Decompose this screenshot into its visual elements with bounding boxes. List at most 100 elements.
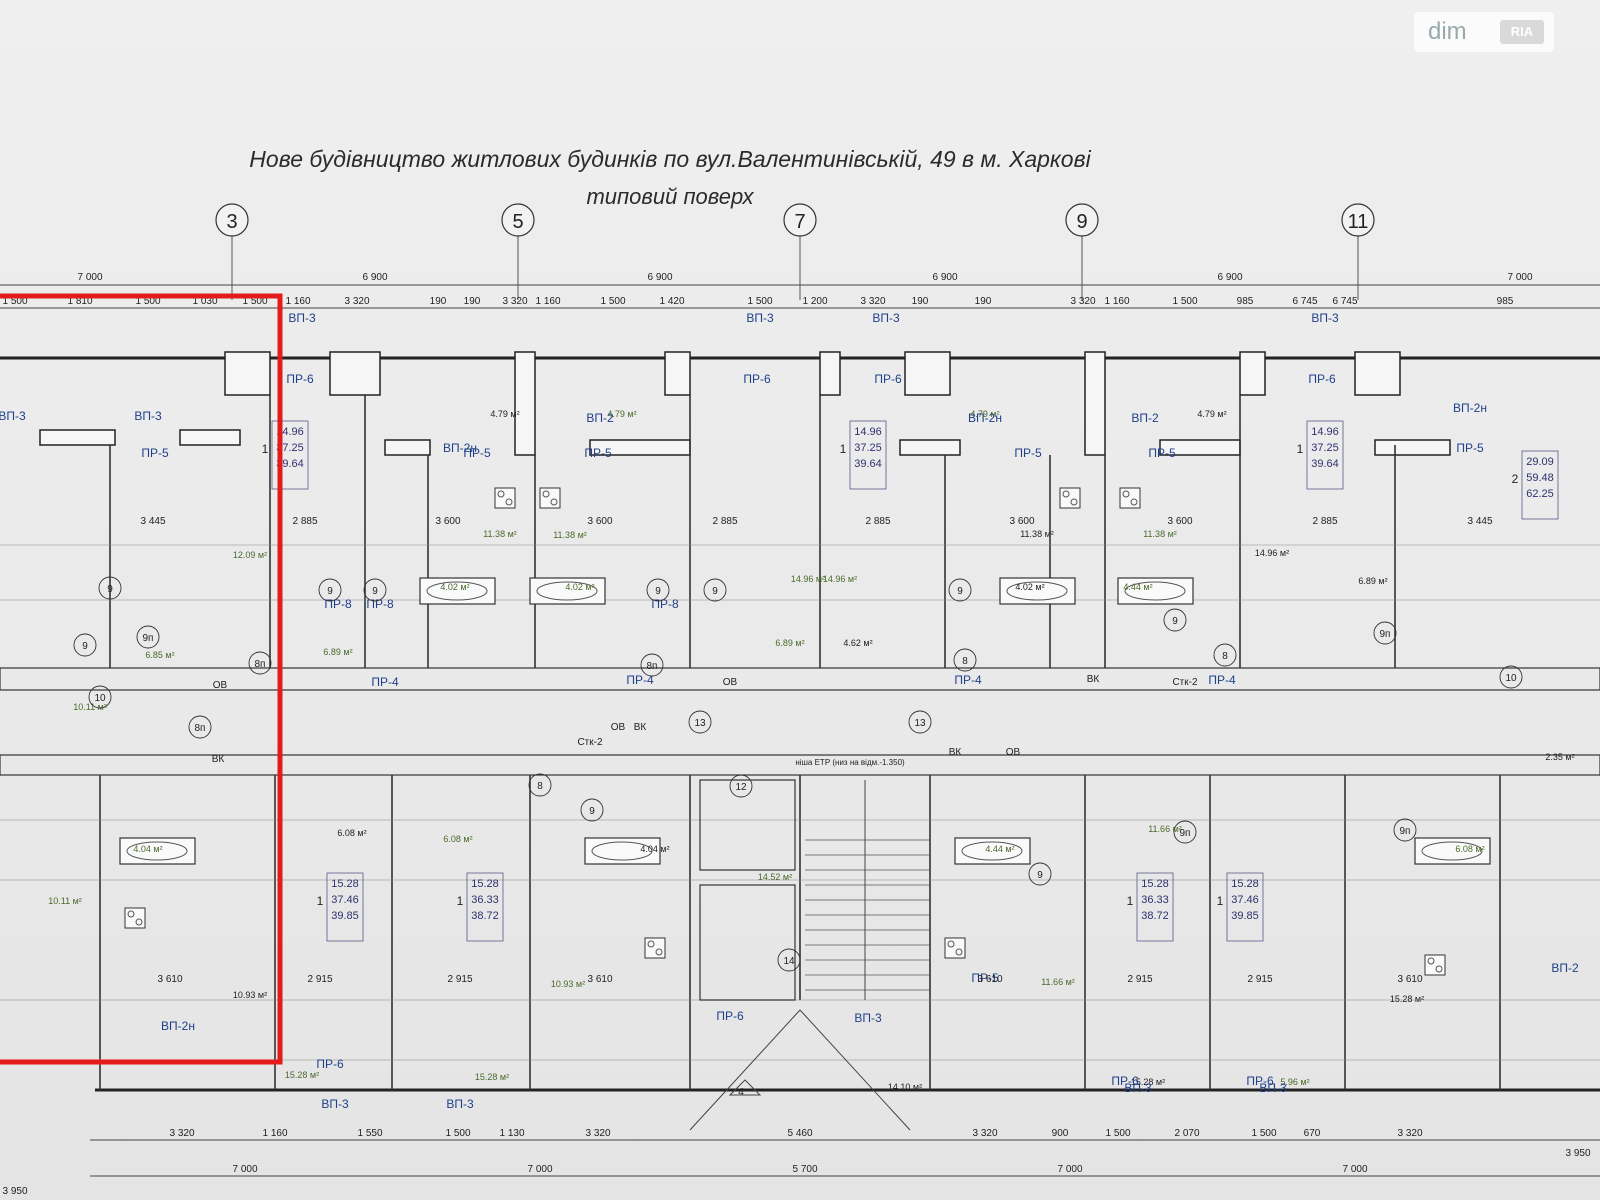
window-label: ВП-2н <box>1453 401 1487 415</box>
window-label: ВП-3 <box>1259 1081 1287 1095</box>
callout-label: 9 <box>712 586 718 597</box>
wall-segment <box>819 351 841 396</box>
window-label: ВП-3 <box>1124 1081 1152 1095</box>
callout-label: 9 <box>107 584 113 595</box>
dimension-label: 7 000 <box>77 272 102 283</box>
stove-burner <box>135 918 143 926</box>
wall-segment <box>1084 351 1106 456</box>
axis-label: 7 <box>794 211 805 233</box>
callout-circle <box>1499 665 1523 689</box>
apartment-rooms-count: 1 <box>317 894 324 908</box>
dimension-label: 6 900 <box>647 272 672 283</box>
bathtub-basin <box>1421 841 1483 861</box>
room-area-label: 6.08 м² <box>337 828 366 838</box>
callout-circle <box>98 576 122 600</box>
apartment-rooms-count: 1 <box>1217 894 1224 908</box>
room-area-label: 4.79 м² <box>970 409 999 419</box>
door-label: ПР-8 <box>366 597 394 611</box>
callout-circle <box>1028 862 1052 886</box>
callout-label: 8п <box>195 723 206 734</box>
window-label: ВП-3 <box>321 1097 349 1111</box>
wall-segment <box>664 351 691 396</box>
room-area-label: 4.02 м² <box>440 582 469 592</box>
bathtub-basin <box>591 841 653 861</box>
dimension-label: 3 600 <box>1009 516 1034 527</box>
dimension-label: 1 500 <box>747 296 772 307</box>
axis-marker <box>783 203 817 237</box>
watermark-badge: RIA <box>1500 20 1544 44</box>
callout-circle <box>688 710 712 734</box>
door-label: ПР-6 <box>743 372 771 386</box>
stove <box>494 487 516 509</box>
room-area-label: 4.62 м² <box>843 638 872 648</box>
callout-label: 9 <box>372 586 378 597</box>
apartment-living-area: 15.28 <box>331 878 359 890</box>
dimension-label: 1 160 <box>285 296 310 307</box>
callout-label: 9 <box>1037 870 1043 881</box>
shaft-label: ОВ <box>213 680 228 691</box>
apartment-total-area: 37.46 <box>331 894 359 906</box>
stove <box>1119 487 1141 509</box>
callout-label: 9п <box>1380 629 1391 640</box>
apartment-area-box <box>466 872 504 942</box>
callout-label: 8п <box>647 661 658 672</box>
wall-segment <box>224 351 271 396</box>
watermark-brand: dim <box>1428 18 1467 45</box>
callout-circle <box>1373 621 1397 645</box>
door-label: ПР-6 <box>1308 372 1336 386</box>
dimension-label: 3 610 <box>587 974 612 985</box>
apartment-rooms-count: 1 <box>1297 442 1304 456</box>
window-label: ВП-2 <box>586 411 614 425</box>
stove-burner <box>497 490 505 498</box>
bathtub-basin <box>1006 581 1068 601</box>
apartment-living-area: 14.96 <box>854 426 882 438</box>
door-label: ПР-6 <box>286 372 314 386</box>
apartment-total-area: 36.33 <box>1141 894 1169 906</box>
callout-label: 9п <box>1180 828 1191 839</box>
door-label: ПР-5 <box>141 446 169 460</box>
callout-label: 10 <box>94 693 106 704</box>
axis-marker <box>215 203 249 237</box>
dimension-label: 3 600 <box>435 516 460 527</box>
shaft-label: 4 <box>738 1087 744 1098</box>
bathtub-basin <box>536 581 598 601</box>
window-label: ВП-2н <box>443 441 477 455</box>
room-area-label: 6.85 м² <box>145 650 174 660</box>
room-area-label: 11.38 м² <box>1020 529 1054 539</box>
dimension-label: 190 <box>912 296 929 307</box>
room-area-label: 10.11 м² <box>73 702 107 712</box>
door-label: ПР-6 <box>1111 1074 1139 1088</box>
apartment-living-area: 14.96 <box>1311 426 1339 438</box>
callout-circle <box>1173 820 1197 844</box>
door-label: ПР-5 <box>584 446 612 460</box>
callout-circle <box>948 578 972 602</box>
highlight-frame <box>0 293 283 1065</box>
callout-label: 8 <box>962 656 968 667</box>
apartment-total-area: 37.25 <box>854 442 882 454</box>
room-area-label: 10.93 м² <box>551 979 585 989</box>
dimension-label: 2 915 <box>1127 974 1152 985</box>
window-label: ВП-2н <box>968 411 1002 425</box>
dimension-label: 2 070 <box>1174 1128 1199 1139</box>
room-area-label: 11.38 м² <box>1143 529 1177 539</box>
dimension-label: 3 950 <box>2 1186 27 1197</box>
room-area-label: 14.96 м² <box>1255 548 1289 558</box>
callout-label: 9п <box>143 633 154 644</box>
dimension-label: 3 320 <box>1070 296 1095 307</box>
dimension-label: 1 160 <box>262 1128 287 1139</box>
room-area-label: 15.28 м² <box>475 1072 509 1082</box>
callout-circle <box>136 625 160 649</box>
stove <box>124 907 146 929</box>
wall-segment <box>1374 439 1451 456</box>
apartment-gross-area: 39.85 <box>1231 910 1259 922</box>
bathtub-basin <box>961 841 1023 861</box>
callout-label: 8 <box>537 781 543 792</box>
watermark: dim RIA <box>1414 12 1554 52</box>
callout-circle <box>248 651 272 675</box>
callout-circle <box>528 773 552 797</box>
dimension-label: 2 885 <box>292 516 317 527</box>
dimension-label: 7 000 <box>1057 1164 1082 1175</box>
door-label: ПР-5 <box>1456 441 1484 455</box>
section-marker <box>728 1079 762 1096</box>
stove-burner <box>505 498 513 506</box>
